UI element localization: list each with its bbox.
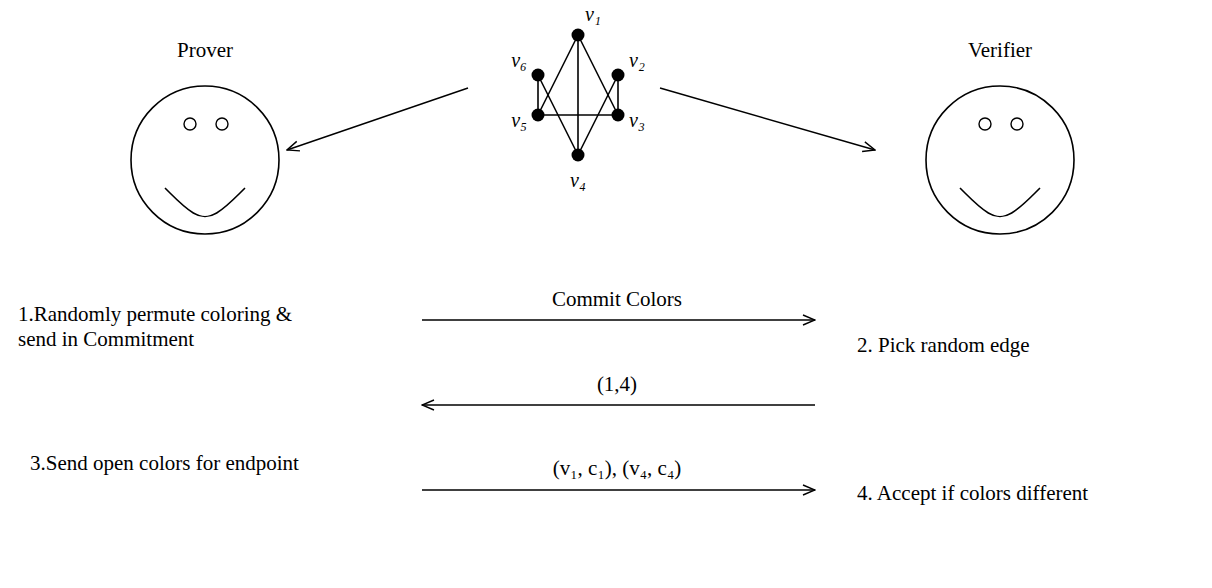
message-label: Commit Colors	[552, 287, 682, 312]
vertex-label: v₅	[511, 108, 527, 132]
step-text: 1.Randomly permute coloring & send in Co…	[18, 302, 318, 352]
message-label: (v₁, c₁), (v₄, c₄)	[553, 456, 681, 481]
message-label: (1,4)	[597, 372, 637, 397]
step-text: 4. Accept if colors different	[857, 481, 1088, 506]
step-text: 2. Pick random edge	[857, 333, 1030, 358]
graph-vertices	[532, 29, 625, 162]
party-name: Verifier	[968, 38, 1032, 63]
message-arrows	[287, 88, 875, 490]
party-name: Prover	[177, 38, 233, 63]
party-face: Prover	[130, 85, 280, 235]
step-text: 3.Send open colors for endpoint	[30, 451, 299, 476]
graph-edges	[538, 35, 618, 155]
vertex-label: v₆	[511, 48, 527, 72]
vertex-label: v₁	[585, 2, 601, 26]
party-face: Verifier	[925, 85, 1075, 235]
vertex-label: v₂	[629, 48, 645, 72]
smiley-face	[130, 85, 280, 235]
smiley-face	[925, 85, 1075, 235]
vertex-label: v₄	[570, 168, 586, 192]
vertex-label: v₃	[629, 108, 645, 132]
